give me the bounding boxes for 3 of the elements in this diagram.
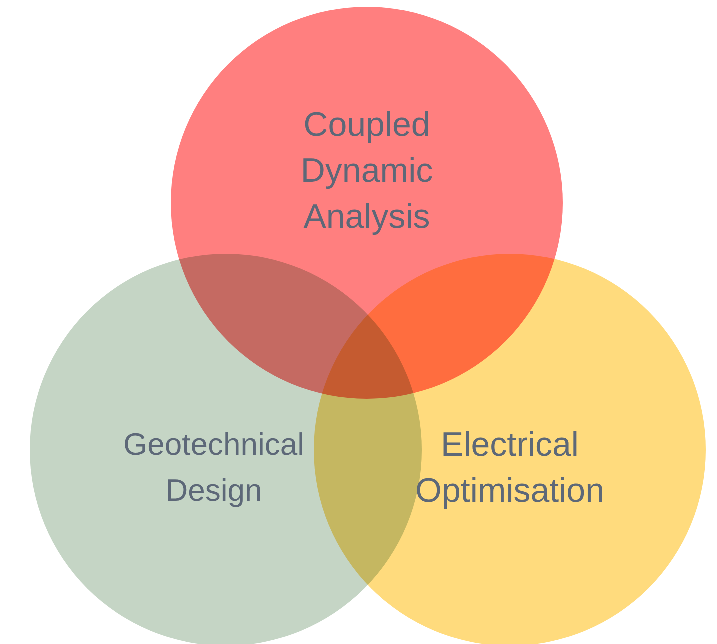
circle-label: Geotechnical Design (122, 426, 306, 510)
circle-label: Electrical Optimisation (414, 425, 606, 512)
circle-label: Coupled Dynamic Analysis (300, 105, 434, 238)
